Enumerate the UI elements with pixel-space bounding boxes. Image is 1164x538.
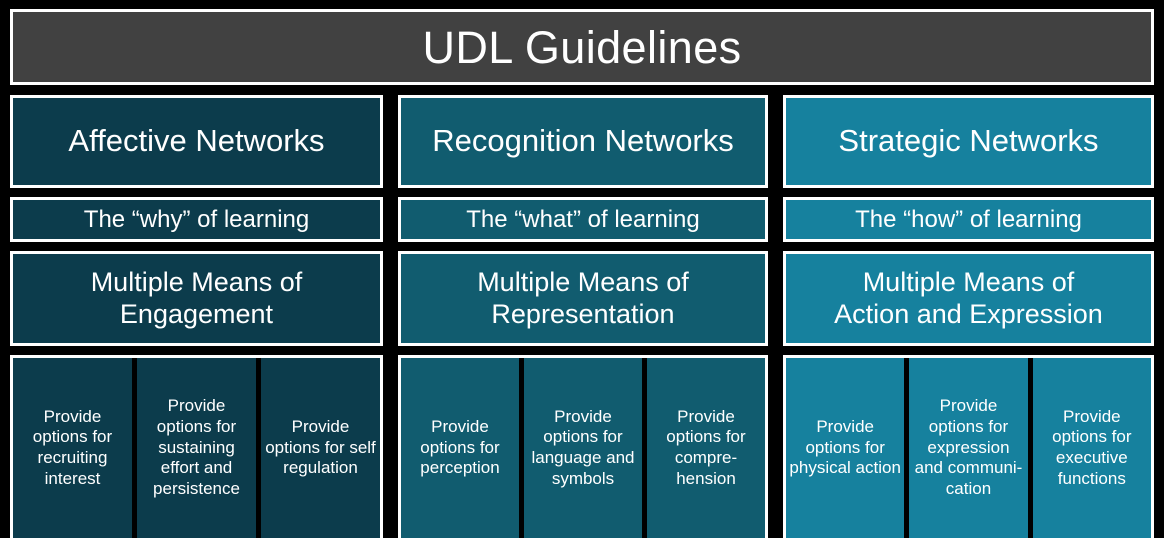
column-affective: Affective Networks The “why” of learning… [0,95,390,538]
means-line-2: Engagement [119,298,274,329]
learning-question-recognition: The “what” of learning [398,197,768,242]
guideline-box: Provide options for language and symbols [524,358,642,538]
column-recognition: Recognition Networks The “what” of learn… [390,95,775,538]
page-title: UDL Guidelines [422,21,742,73]
guideline-group-strategic: Provide options for physical action Prov… [783,355,1154,538]
means-title-recognition: Multiple Means of Representation [398,251,768,346]
guideline-box: Provide options for sustaining effort an… [137,358,256,538]
network-title-affective: Affective Networks [10,95,383,188]
guideline-group-affective: Provide options for recruiting interest … [10,355,383,538]
means-line-1: Multiple Means of [862,266,1075,297]
guideline-box: Provide options for self regulation [261,358,380,538]
means-line-2: Representation [491,298,675,329]
guideline-box: Provide options for executive functions [1032,358,1151,538]
means-line-1: Multiple Means of [90,266,303,297]
learning-question-affective: The “why” of learning [10,197,383,242]
guideline-box: Provide options for expression and commu… [909,358,1028,538]
column-strategic: Strategic Networks The “how” of learning… [775,95,1164,538]
columns-container: Affective Networks The “why” of learning… [0,95,1164,538]
guideline-box: Provide options for perception [401,358,519,538]
means-line-1: Multiple Means of [477,266,689,297]
guideline-box: Provide options for compre-hension [647,358,765,538]
means-title-affective: Multiple Means of Engagement [10,251,383,346]
guideline-box: Provide options for recruiting interest [13,358,132,538]
network-title-strategic: Strategic Networks [783,95,1154,188]
guideline-box: Provide options for physical action [786,358,905,538]
diagram-title-bar: UDL Guidelines [10,9,1154,85]
means-line-2: Action and Expression [834,298,1103,329]
network-title-recognition: Recognition Networks [398,95,768,188]
guideline-group-recognition: Provide options for perception Provide o… [398,355,768,538]
means-title-strategic: Multiple Means of Action and Expression [783,251,1154,346]
learning-question-strategic: The “how” of learning [783,197,1154,242]
